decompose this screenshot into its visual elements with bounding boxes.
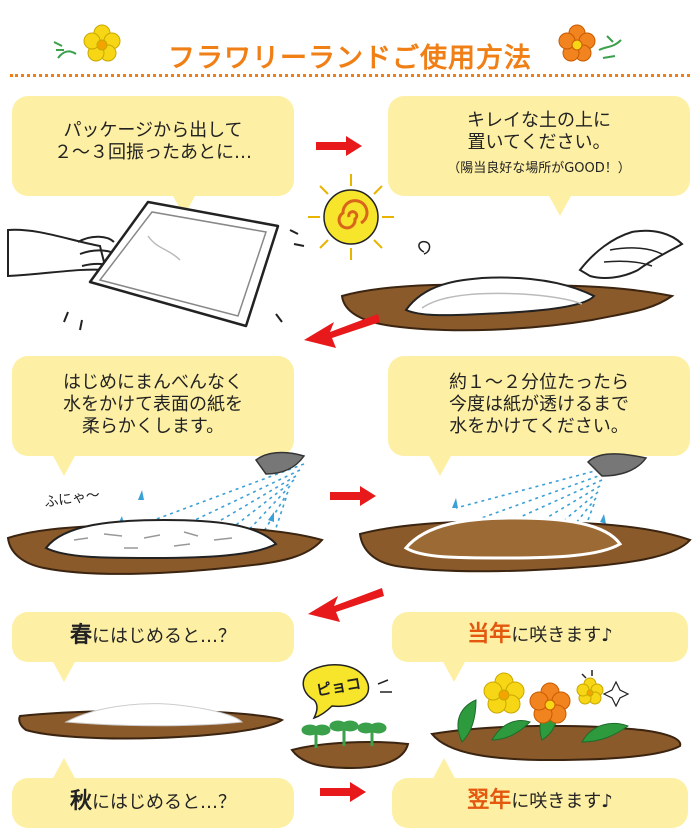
arrow-right-icon (330, 486, 376, 506)
this-year-text: に咲きます♪ (511, 625, 613, 646)
arrow-right-icon (316, 136, 362, 156)
step4-bubble: 約１～２分位たったら 今度は紙が透けるまで 水をかけてください。 (388, 356, 690, 476)
autumn-season-label: 秋 (69, 789, 92, 814)
step4-text-line2: 今度は紙が透けるまで (449, 394, 629, 415)
step1-text-line1: パッケージから出して (63, 120, 243, 141)
step1-bubble: パッケージから出して ２～３回振ったあとに… (12, 96, 294, 216)
soaked-paper-illustration (358, 453, 692, 573)
packet-shake-illustration (7, 200, 305, 331)
title-divider (10, 74, 690, 77)
paper-on-soil-illustration (18, 703, 285, 740)
step2-text-line2: 置いてください。 (467, 132, 611, 153)
step3-text-line3: 柔らかくします。 (81, 416, 225, 437)
sun-icon (308, 174, 394, 260)
step3-text-line1: はじめにまんべんなく (63, 372, 243, 393)
flower-icon (53, 24, 121, 62)
this-year-bubble: 当年に咲きます♪ (392, 612, 688, 682)
step1-text-line2: ２～３回振ったあとに… (54, 142, 252, 163)
watering-paper-illustration (6, 451, 324, 575)
autumn-text: にはじめると…？ (92, 792, 236, 813)
step2-bubble: キレイな土の上に 置いてください。 （陽当良好な場所がGOOD！） (388, 96, 690, 216)
step3-bubble: はじめにまんべんなく 水をかけて表面の紙を 柔らかくします。 (12, 356, 294, 476)
sprout-illustration (290, 663, 410, 770)
flowers-illustration (430, 670, 682, 762)
page-title: フラワリーランドご使用方法 (168, 43, 532, 74)
step4-text-line3: 水をかけてください。 (449, 416, 629, 437)
step2-text-line1: キレイな土の上に (467, 110, 611, 131)
step3-text-line2: 水をかけて表面の紙を (63, 394, 243, 415)
this-year-label: 当年 (467, 622, 512, 647)
arrow-down-left-icon (308, 588, 384, 622)
flower-icon (558, 24, 622, 62)
step2-note: （陽当良好な場所がGOOD！） (447, 161, 631, 176)
step4-text-line1: 約１～２分位たったら (449, 372, 629, 393)
autumn-bubble: 秋にはじめると…？ (12, 758, 294, 828)
spring-season-label: 春 (69, 623, 92, 648)
arrow-down-left-icon (304, 314, 380, 348)
next-year-bubble: 翌年に咲きます♪ (392, 758, 688, 828)
packet-on-soil-illustration (340, 229, 684, 332)
spring-bubble: 春にはじめると…？ (12, 612, 294, 682)
spring-text: にはじめると…？ (92, 626, 236, 647)
next-year-label: 翌年 (467, 788, 512, 813)
next-year-text: に咲きます♪ (511, 791, 613, 812)
arrow-right-icon (320, 782, 366, 802)
header: フラワリーランドご使用方法 (0, 10, 700, 74)
